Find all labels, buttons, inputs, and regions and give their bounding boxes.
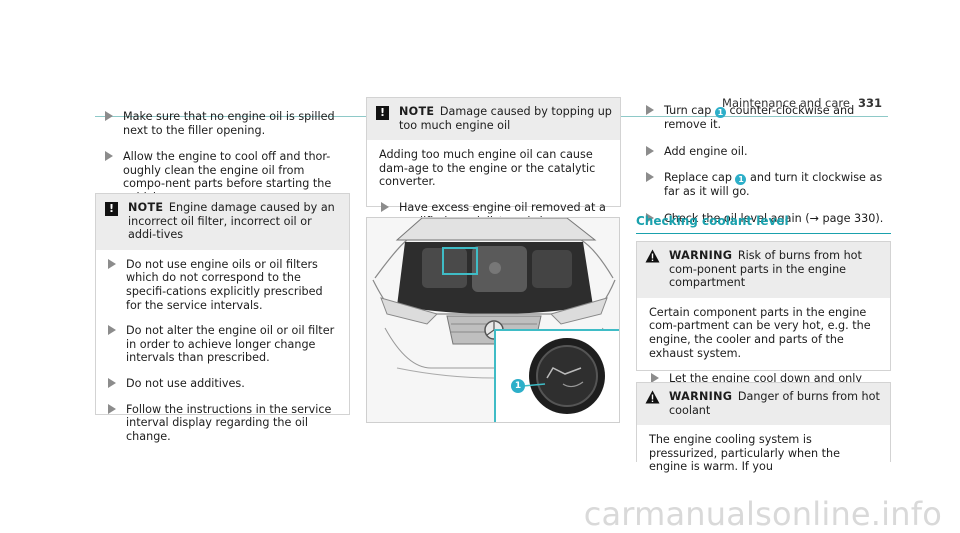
list-item: Check the oil level again (→ page 330). <box>636 212 892 226</box>
page-number: 331 <box>857 96 882 110</box>
callout-1-badge: 1 <box>735 174 747 186</box>
section-heading-coolant: Checking coolant level <box>636 214 789 228</box>
section-divider <box>636 233 891 234</box>
arrow-bullet-icon <box>105 111 113 121</box>
arrow-bullet-icon <box>381 201 389 212</box>
header-section-title: Maintenance and care <box>722 96 850 110</box>
arrow-bullet-icon <box>651 373 659 384</box>
warning-header: WARNING Danger of burns from hot coolant <box>637 383 890 426</box>
warning-text: Certain component parts in the engine co… <box>649 305 871 360</box>
warning-body: The engine cooling system is pressurized… <box>637 425 890 484</box>
engine-bay-figure: 1 <box>366 217 620 423</box>
page-header: Maintenance and care 331 <box>722 96 882 111</box>
arrow-bullet-icon <box>108 325 116 336</box>
warning-header: WARNING Risk of burns from hot com-ponen… <box>637 242 890 298</box>
warning-box-hot-coolant: WARNING Danger of burns from hot coolant… <box>636 382 891 473</box>
arrow-bullet-icon <box>646 212 654 223</box>
list-item: Make sure that no engine oil is spilled … <box>95 110 345 137</box>
exclamation-icon: ! <box>376 106 389 120</box>
arrow-bullet-icon <box>108 258 116 269</box>
warning-triangle-icon <box>645 390 660 404</box>
callout-1-badge: 1 <box>714 107 726 118</box>
warning-box-hot-parts: WARNING Risk of burns from hot com-ponen… <box>636 241 891 412</box>
warning-triangle-icon <box>645 249 660 263</box>
note-box-overfill: ! NOTE Damage caused by topping up too m… <box>366 97 621 228</box>
note-body: Do not use engine oils or oil filters wh… <box>96 250 349 454</box>
list-item: Do not use engine oils or oil filters wh… <box>98 258 339 312</box>
note-header: ! NOTE Damage caused by topping up too m… <box>367 98 620 141</box>
arrow-bullet-icon <box>646 145 654 156</box>
arrow-bullet-icon <box>646 172 654 183</box>
list-item: Follow the instructions in the service i… <box>98 403 339 444</box>
arrow-bullet-icon <box>105 151 113 162</box>
note-text: Adding too much engine oil can cause dam… <box>379 148 596 189</box>
engine-compartment-illustration <box>367 218 619 422</box>
note-box-engine-damage: ! NOTE Engine damage caused by an incorr… <box>95 193 350 443</box>
col3-bullet-list: Turn cap 1 counter-clockwise and remove … <box>636 104 892 238</box>
arrow-bullet-icon <box>108 403 116 414</box>
list-item: Add engine oil. <box>636 145 892 159</box>
note-header: ! NOTE Engine damage caused by an incorr… <box>96 194 349 250</box>
list-item: Do not use additives. <box>98 377 339 391</box>
arrow-bullet-icon <box>646 105 654 115</box>
list-item: Turn cap 1 counter-clockwise and remove … <box>636 104 892 132</box>
watermark: carmanualsonline.info <box>583 495 942 533</box>
callout-1-badge: 1 <box>511 379 525 393</box>
warning-text: The engine cooling system is pressurized… <box>649 433 841 474</box>
list-item: Replace cap 1 and turn it clockwise as f… <box>636 171 892 199</box>
exclamation-icon: ! <box>105 202 118 216</box>
arrow-bullet-icon <box>108 377 116 388</box>
list-item: Do not alter the engine oil or oil filte… <box>98 324 339 365</box>
